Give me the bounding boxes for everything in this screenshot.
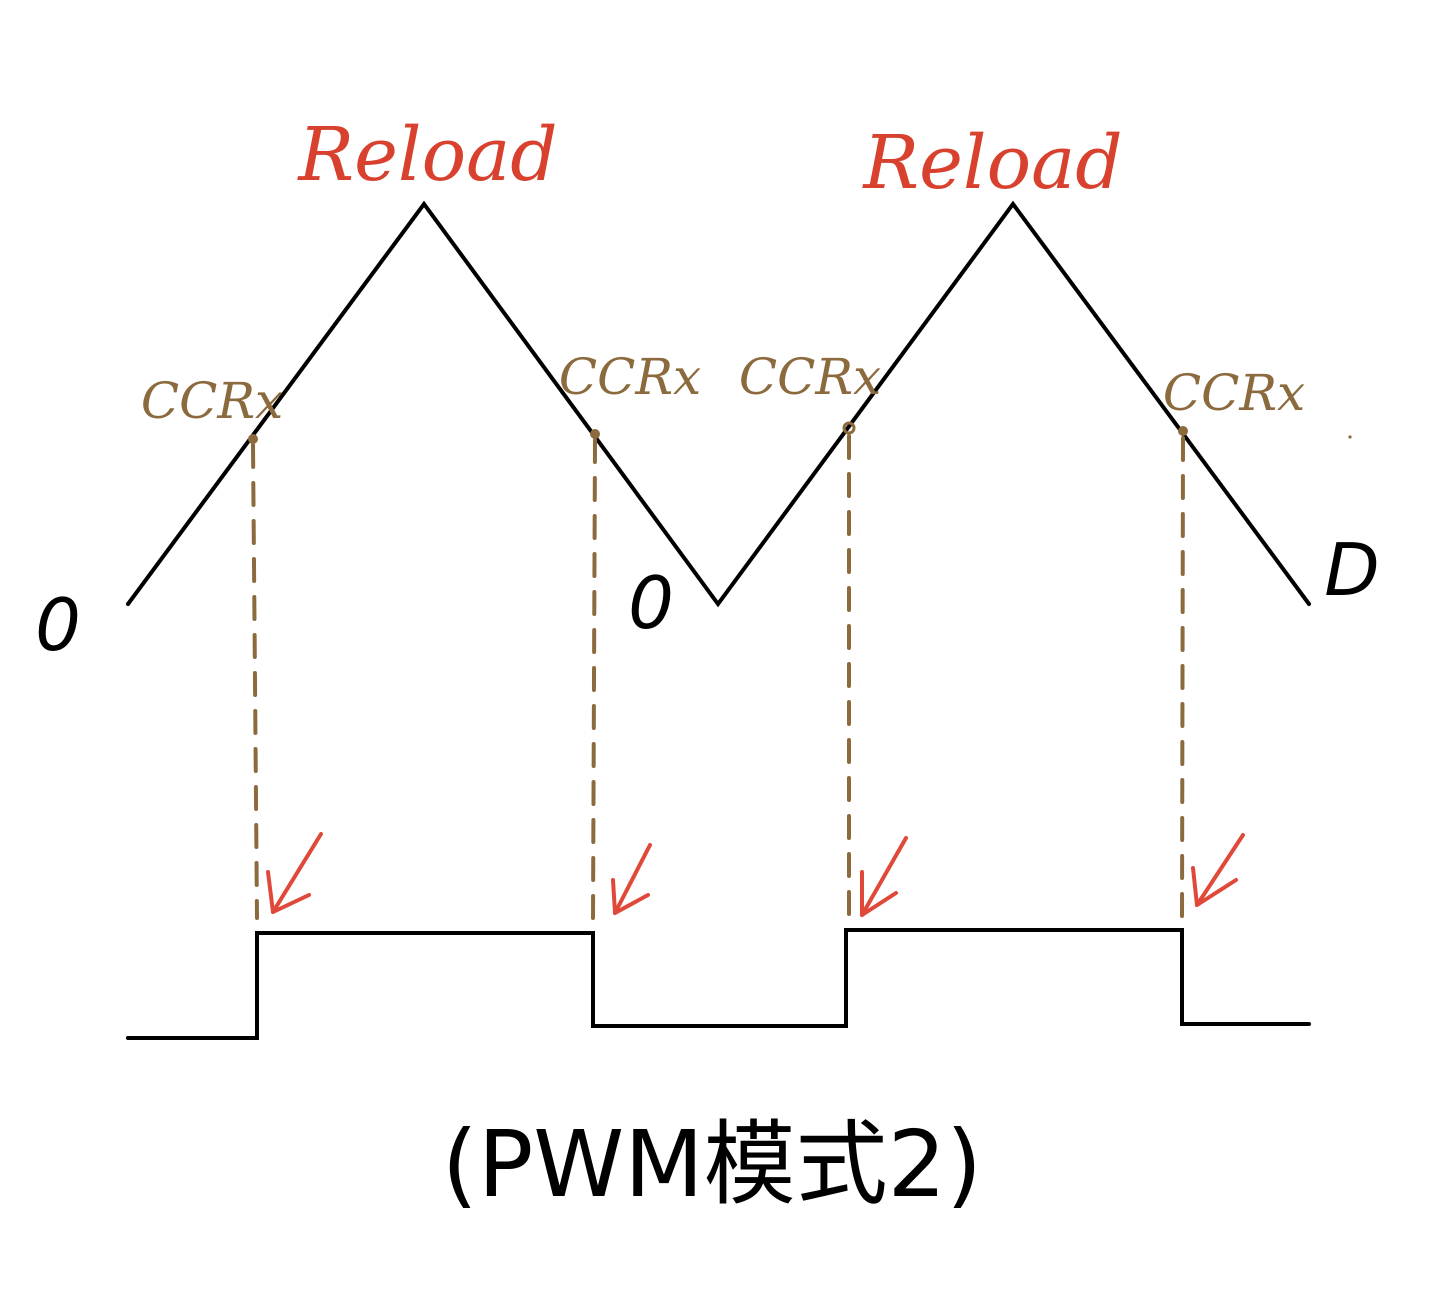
arrow-icon-1 [266,832,323,914]
zero-label-left: 0 [35,583,81,667]
ccr-label-2: CCRx [559,348,701,406]
ccr-label-1: CCRx [141,372,283,430]
arrow-icon-4 [1191,833,1245,907]
projection-line-2 [591,438,597,920]
ccr-point-1 [248,434,258,444]
ccr-point-4 [1178,426,1188,436]
projection-lines [251,434,1185,920]
pwm-output-wave [126,928,1311,1040]
ccr-point-2 [590,429,600,439]
zero-label-middle: 0 [628,561,674,645]
reload-label-2: Reload [861,120,1122,206]
projection-line-4 [1180,436,1185,920]
edge-arrows [266,832,1245,917]
ccr-label-3: CCRx [739,348,881,406]
arrow-icon-3 [860,836,908,917]
zero-label-right: D [1324,528,1379,612]
counter-triangle-wave [126,200,1311,608]
projection-line-1 [251,443,259,920]
ccr-label-4: CCRx [1163,364,1305,422]
arrow-icon-2 [611,843,652,915]
stray-dot [1348,435,1352,439]
reload-label-1: Reload [296,112,557,198]
diagram-caption: (PWM模式2) [442,1111,982,1218]
ccr-point-3 [842,421,856,435]
